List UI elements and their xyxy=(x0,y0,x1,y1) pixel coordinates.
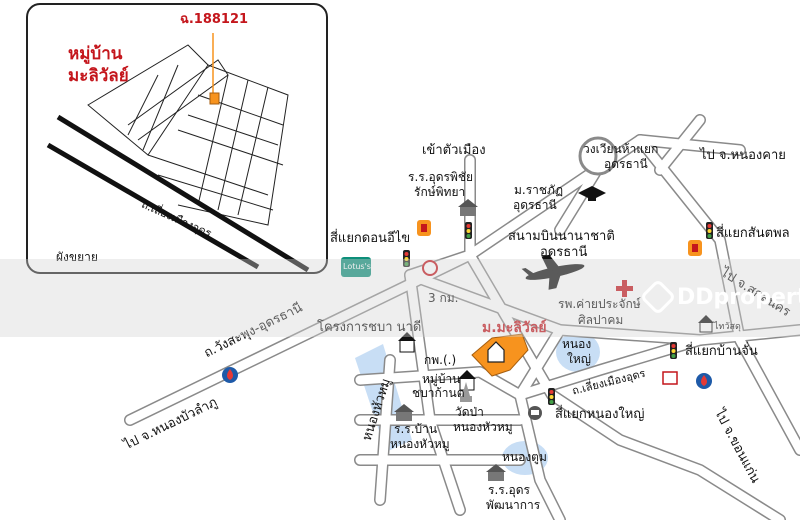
school-icon xyxy=(486,464,506,481)
school-icon xyxy=(458,199,478,216)
honda-icon xyxy=(662,371,678,385)
inset-map: ฉ.188121 หมู่บ้าน มะลิวัลย์ ถ.เลี่ยงเมือ… xyxy=(26,3,328,274)
fuel-badge-icon xyxy=(688,240,702,256)
label-rajabhat-1: ม.ราชภัฏ xyxy=(514,183,564,197)
traffic-light-icon xyxy=(403,250,410,267)
label-school-ban-1: ร.ร.บ้าน xyxy=(394,422,438,436)
label-airport-2: อุดรธานี xyxy=(540,245,588,260)
label-to-nongkhai: ไป จ.หนองคาย xyxy=(700,148,786,163)
label-project-chaba: โครงการชบา นาดี xyxy=(317,320,422,335)
label-airport-1: สนามบินนานาชาติ xyxy=(508,229,615,244)
inset-caption: ผังขยาย xyxy=(56,250,98,264)
temple-icon xyxy=(460,382,472,402)
roundabout xyxy=(578,136,618,176)
inset-village-title-2: มะลิวัลย์ xyxy=(68,66,129,86)
lotus-store-icon xyxy=(341,257,371,277)
inset-village-title-1: หมู่บ้าน xyxy=(68,44,123,64)
plot-code-label: ฉ.188121 xyxy=(180,12,249,27)
label-village-chaba-1: หมู่บ้าน xyxy=(422,372,461,386)
watermark-band xyxy=(0,259,800,337)
ptt-icon xyxy=(422,260,438,276)
label-school-pichai-2: รักษ์พิทยา xyxy=(414,185,466,199)
label-school-ban-2: หนองหัวหมู xyxy=(390,437,450,451)
label-junction-nongyai: สี่แยกหนองใหญ่ xyxy=(555,407,645,422)
label-hospital-2: ศิลปาคม xyxy=(578,313,624,327)
label-distance: 3 กม. xyxy=(428,291,459,305)
label-school-udon-2: พัฒนาการ xyxy=(486,498,541,512)
traffic-light-icon xyxy=(670,342,677,359)
label-school-udon-1: ร.ร.อุดร xyxy=(488,483,530,497)
petrol-station-icon xyxy=(696,373,712,389)
house-icon xyxy=(398,332,416,353)
label-rajabhat-2: อุดรธานี xyxy=(513,198,557,212)
graduation-cap-icon xyxy=(578,186,606,201)
ddproperty-logo-icon xyxy=(639,278,677,316)
petrol-station-icon xyxy=(222,367,238,383)
ddproperty-wordmark: DDproperty xyxy=(677,284,800,310)
label-thaiwatsadu: ไทวัสดุ xyxy=(714,322,741,332)
label-wat-2: หนองหัวหมู xyxy=(453,420,513,434)
traffic-light-icon xyxy=(548,388,555,405)
hospital-cross-icon xyxy=(616,280,633,297)
label-to-city: เข้าตัวเมือง xyxy=(422,143,486,158)
pond-nong-yai xyxy=(556,332,600,372)
school-icon xyxy=(394,404,414,421)
label-pond-yai-2: ใหญ่ xyxy=(567,352,591,366)
fuel-badge-icon xyxy=(417,220,431,236)
label-junction-donichai: สี่แยกดอนอีไข xyxy=(330,231,411,246)
label-school-pichai-1: ร.ร.อุดรพิชัย xyxy=(408,170,474,184)
label-ks: กพ.(.) xyxy=(424,353,457,367)
label-pond-tum: หนองตูม xyxy=(502,450,547,464)
road-fills xyxy=(125,115,800,520)
traffic-light-icon xyxy=(706,222,713,239)
label-wat-1: วัดป่า xyxy=(455,405,484,419)
plot-marker xyxy=(209,92,220,105)
label-pond-yai-1: หนอง xyxy=(562,337,592,351)
label-lotus: Lotus's xyxy=(343,262,371,271)
traffic-light-icon xyxy=(465,222,472,239)
label-circle-1: วงเวียนห้าแยก xyxy=(583,142,659,156)
label-hospital-1: รพ.ค่ายประจักษ์ xyxy=(558,297,641,311)
label-circle-2: อุดรธานี xyxy=(604,157,648,171)
label-junction-sanphon: สี่แยกสันตพล xyxy=(716,226,790,241)
airplane-icon xyxy=(521,254,585,290)
label-project-mali: ม.มะลิวัลย์ xyxy=(482,320,547,336)
ddproperty-watermark: DDproperty xyxy=(639,278,800,316)
project-house-icon xyxy=(487,341,505,363)
shopping-cart-icon xyxy=(528,406,542,420)
house-icon xyxy=(698,315,714,333)
label-village-chaba-2: ชบาก้านต xyxy=(412,386,465,400)
label-junction-banchan: สี่แยกบ้านจั่น xyxy=(685,344,758,359)
